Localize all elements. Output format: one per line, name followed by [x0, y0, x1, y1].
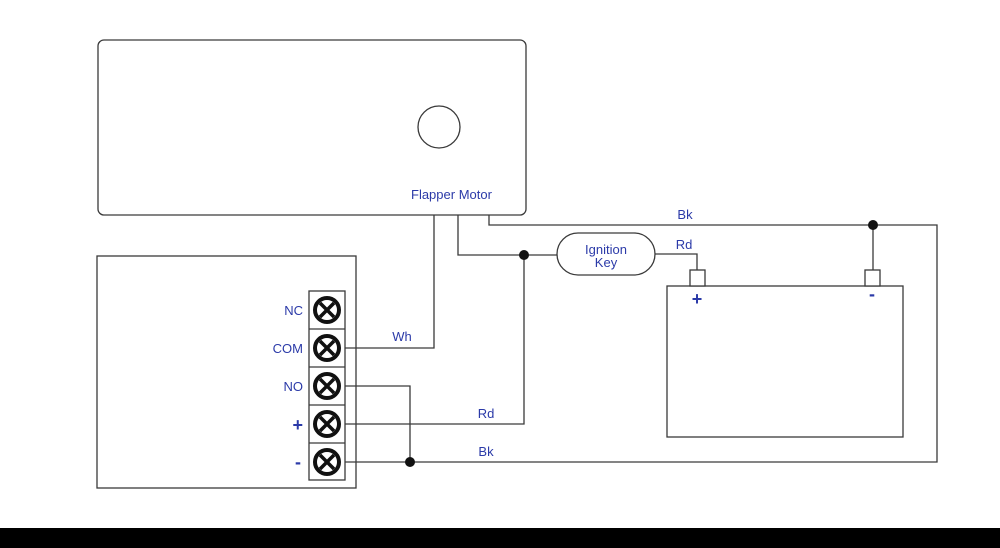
junction-dot-black-top — [868, 220, 878, 230]
terminal-label-minus: - — [295, 452, 301, 472]
terminal-screw-nc — [313, 296, 341, 324]
ignition-key-label-line1: Ignition — [585, 242, 627, 257]
terminal-screw-plus — [313, 410, 341, 438]
battery-minus-label: - — [869, 284, 875, 304]
wire-label-bk-bottom: Bk — [478, 444, 494, 459]
wire-label-wh: Wh — [392, 329, 412, 344]
battery-box — [666, 285, 904, 438]
flapper-motor-box — [97, 39, 527, 216]
terminal-label-plus: + — [292, 415, 303, 435]
wire-no-jumper — [345, 385, 411, 462]
wire-black — [345, 215, 938, 463]
wire-white — [345, 215, 435, 349]
battery-plus-label: + — [692, 289, 703, 309]
terminal-label-no: NO — [284, 379, 304, 394]
wire-label-rd-bottom: Rd — [478, 406, 495, 421]
terminal-label-com: COM — [273, 341, 303, 356]
battery-positive-post — [689, 269, 706, 287]
terminal-label-nc: NC — [284, 303, 303, 318]
ignition-key-label-line2: Key — [595, 255, 618, 270]
terminal-screw-minus — [313, 448, 341, 476]
wire-label-bk-top: Bk — [677, 207, 693, 222]
wire-label-rd-top: Rd — [676, 237, 693, 252]
flapper-motor-label: Flapper Motor — [411, 187, 493, 202]
wire-red-controller — [345, 255, 525, 425]
junction-dot-black-bottom — [405, 457, 415, 467]
wire-red-battery — [655, 253, 698, 270]
junction-dot-red — [519, 250, 529, 260]
terminal-screw-com — [313, 334, 341, 362]
terminal-screw-no — [313, 372, 341, 400]
motor-shaft-circle — [417, 105, 461, 149]
